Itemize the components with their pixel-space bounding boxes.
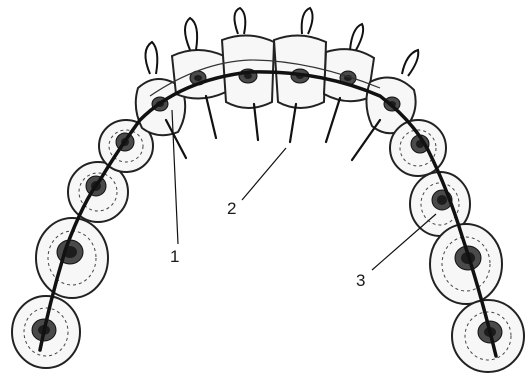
label-3: 3 (356, 271, 365, 290)
right-molar-2 (452, 300, 524, 372)
leader-line-2 (242, 148, 286, 200)
label-1: 1 (170, 247, 179, 266)
label-2: 2 (227, 199, 236, 218)
right-molar-1 (430, 224, 502, 304)
leader-line-3 (372, 214, 436, 270)
left-molar-1 (12, 296, 80, 368)
